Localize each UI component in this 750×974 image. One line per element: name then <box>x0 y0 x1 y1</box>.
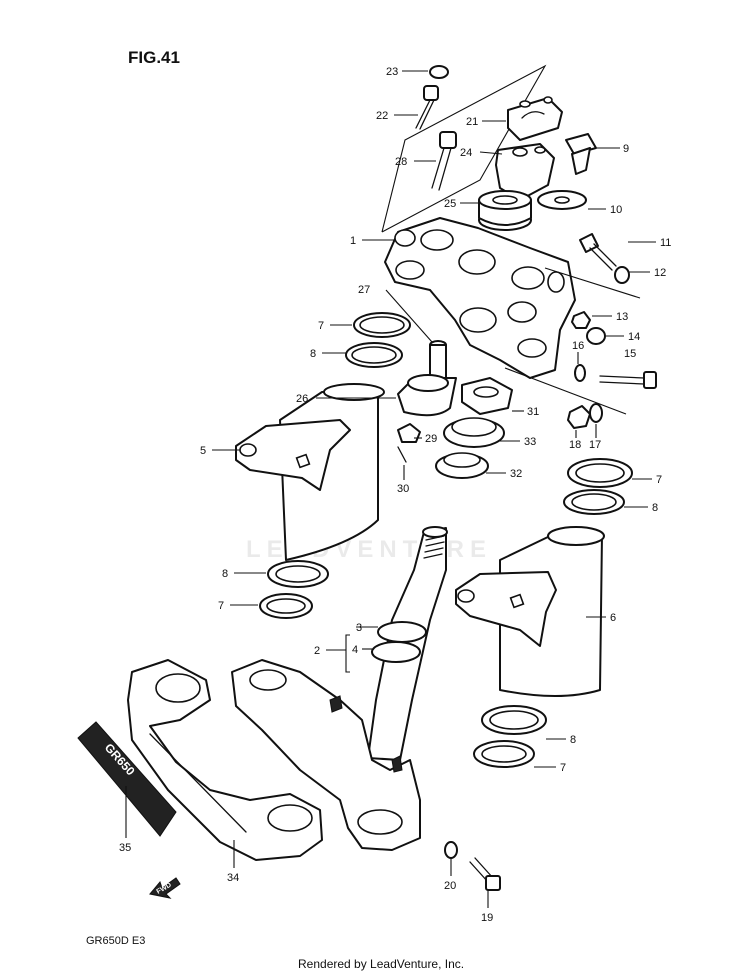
callout-34: 34 <box>227 872 239 884</box>
part-seal-8-right-bottom <box>481 705 547 735</box>
part-bolt-15 <box>599 371 657 389</box>
callout-21: 21 <box>466 116 478 128</box>
callout-35: 35 <box>119 842 131 854</box>
callout-27: 27 <box>358 284 370 296</box>
part-seal-7-right-bottom <box>473 740 535 768</box>
part-nut-31 <box>461 377 513 415</box>
figure-title: FIG.41 <box>128 48 180 67</box>
part-washer-12 <box>614 266 630 284</box>
part-bolt-11 <box>579 233 617 271</box>
callout-20: 20 <box>444 880 456 892</box>
callout-7-c: 7 <box>218 600 224 612</box>
callout-labels: 23 22 21 28 24 9 25 10 1 11 12 27 13 7 1… <box>119 66 671 924</box>
part-seal-8-left-top <box>345 342 403 368</box>
part-fork-cover-left <box>235 383 385 561</box>
part-seal-7-left-bottom <box>259 593 313 619</box>
callout-30: 30 <box>397 483 409 495</box>
part-nut-29 <box>397 423 421 443</box>
part-washer-17 <box>589 403 603 423</box>
watermark: LEADVENTURE <box>246 536 492 563</box>
callout-7-b: 7 <box>656 474 662 486</box>
part-washer-10 <box>537 190 587 210</box>
part-bolt-19 <box>469 857 501 891</box>
callout-10: 10 <box>610 204 622 216</box>
callout-6: 6 <box>610 612 616 624</box>
callout-24: 24 <box>460 147 472 159</box>
callout-26: 26 <box>296 393 308 405</box>
part-seal-8-right-top <box>563 489 625 515</box>
part-bearing-33 <box>443 417 505 448</box>
callout-29: 29 <box>425 433 437 445</box>
callout-28: 28 <box>395 156 407 168</box>
callout-11: 11 <box>660 237 671 249</box>
callout-13: 13 <box>616 311 628 323</box>
part-bolt-22 <box>415 85 439 130</box>
callout-18: 18 <box>569 439 581 451</box>
part-race-32 <box>435 452 489 479</box>
part-seal-8-left-bottom <box>267 560 329 588</box>
callout-25: 25 <box>444 198 456 210</box>
callout-7-a: 7 <box>318 320 324 332</box>
callout-12: 12 <box>654 267 666 279</box>
part-seal-7-right-top <box>567 458 633 488</box>
callout-14: 14 <box>628 331 640 343</box>
callout-1: 1 <box>350 235 356 247</box>
part-seal-7-left-top <box>353 312 411 338</box>
part-bolt-28 <box>431 131 457 191</box>
part-nut-13 <box>571 311 591 329</box>
callout-32: 32 <box>510 468 522 480</box>
callout-19: 19 <box>481 912 493 924</box>
model-code: GR650D E3 <box>86 935 145 947</box>
forward-arrow-icon: FWD <box>149 877 181 899</box>
callout-4: 4 <box>352 644 358 656</box>
callout-8-c: 8 <box>222 568 228 580</box>
callout-15: 15 <box>624 348 636 360</box>
callout-16: 16 <box>572 340 584 352</box>
part-emblem-plate: GR650 <box>77 721 177 837</box>
part-bushing-25 <box>478 190 532 231</box>
part-lower-bracket <box>231 659 421 851</box>
part-fork-cover-right <box>455 526 605 697</box>
part-pin-30 <box>397 446 407 463</box>
callout-8-b: 8 <box>652 502 658 514</box>
callout-9: 9 <box>623 143 629 155</box>
callout-5: 5 <box>200 445 206 457</box>
callout-23: 23 <box>386 66 398 78</box>
callout-8-a: 8 <box>310 348 316 360</box>
part-handlebar-clamp <box>507 96 563 141</box>
part-cap-nut-18 <box>567 405 591 429</box>
callout-22: 22 <box>376 110 388 122</box>
bracket-guide-lines <box>504 267 641 415</box>
callout-17: 17 <box>589 439 601 451</box>
rendered-by-footer: Rendered by LeadVenture, Inc. <box>298 957 464 971</box>
part-steering-stem <box>367 526 448 761</box>
part-cap-nut-14 <box>586 327 606 345</box>
part-washer-20 <box>444 841 458 859</box>
callout-31: 31 <box>527 406 539 418</box>
callout-7-d: 7 <box>560 762 566 774</box>
upper-bracket-outline <box>381 64 547 233</box>
part-handlebar-holder <box>495 143 555 201</box>
part-cap <box>429 65 449 79</box>
part-stem-head-nut <box>397 340 457 417</box>
callout-leaders <box>125 70 656 908</box>
part-bolt-9 <box>565 133 597 175</box>
callout-3: 3 <box>356 622 362 634</box>
part-handle-brace <box>127 659 323 861</box>
part-washer-16 <box>574 364 586 382</box>
callout-8-d: 8 <box>570 734 576 746</box>
callout-33: 33 <box>524 436 536 448</box>
callout-2: 2 <box>314 645 320 657</box>
part-upper-bracket <box>384 217 576 379</box>
